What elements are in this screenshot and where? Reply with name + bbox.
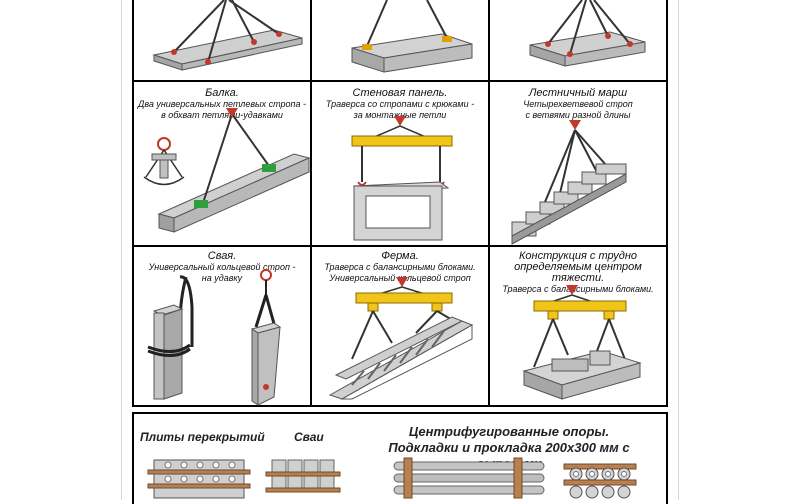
caption-title: Конструкция с трудно (518, 250, 638, 262)
beam-illustration (143, 108, 310, 233)
pile-stack (265, 459, 341, 493)
caption-konstr: Конструкция с трудно определяемым центро… (490, 251, 666, 295)
caption-title: Балка. (205, 87, 239, 99)
storage-title-supports-line1: Центрифугированные опоры. (408, 424, 610, 439)
caption-title: Лестничный марш (528, 87, 628, 99)
caption-title-2: определяемым центром тяжести. (514, 261, 642, 284)
caption-title: Ферма. (381, 250, 419, 262)
cell-svaya: Свая. Универсальный кольцевой строп - на… (134, 247, 310, 407)
grid-row-divider-1 (132, 80, 668, 82)
complex-structure-illustration (522, 285, 642, 400)
cell-konstr: Конструкция с трудно определяемым центро… (490, 247, 666, 407)
caption-line: на удавку (201, 273, 243, 283)
storage-section: Плиты перекрытий Сваи Центрифугированные… (132, 412, 668, 504)
cell-stair: Лестничный марш Четырехветвевой строп с … (490, 82, 666, 245)
scheme-grid (132, 0, 668, 407)
caption-line: Универсальный кольцевой строп - (148, 262, 296, 272)
storage-title-supports: Центрифугированные опоры. Подкладки и пр… (356, 424, 662, 472)
caption-panel: Стеновая панель. Траверса со стропами с … (312, 88, 488, 121)
wall-panel-illustration (351, 116, 453, 241)
caption-line: в обхват петлями-удавками (161, 110, 283, 120)
grid-divider-1 (310, 0, 312, 407)
plate-illustration (529, 0, 646, 67)
pile-illustration (147, 269, 282, 406)
slab-illustration (152, 0, 303, 71)
caption-line: Траверса с балансирными блоками. (324, 262, 476, 272)
poster-sheet (121, 0, 679, 500)
storage-title-slabs: Плиты перекрытий (140, 430, 265, 444)
support-stack-end (563, 463, 637, 499)
caption-svaya: Свая. Универсальный кольцевой строп - на… (134, 251, 310, 284)
cell-balka: Балка. Два универсальных петлевых стропа… (134, 82, 310, 245)
block-illustration (351, 0, 473, 73)
caption-stair: Лестничный марш Четырехветвевой строп с … (490, 88, 666, 121)
caption-line: Траверса с балансирными блоками. (502, 284, 654, 294)
storage-title-piles: Сваи (294, 430, 324, 444)
caption-title: Свая. (207, 250, 237, 262)
cell-ferma: Ферма. Траверса с балансирными блоками. … (312, 247, 488, 407)
stair-illustration (511, 120, 627, 245)
caption-line: за монтажные петли (353, 110, 447, 120)
truss-illustration (328, 277, 474, 400)
cell-plate-top (490, 0, 666, 80)
grid-divider-2 (488, 0, 490, 407)
cell-panel: Стеновая панель. Траверса со стропами с … (312, 82, 488, 245)
storage-illustrations (147, 457, 637, 499)
cell-block-top (312, 0, 488, 80)
caption-line: Четырехветвевой строп (523, 99, 633, 109)
slab-stack (147, 459, 251, 499)
caption-title: Стеновая панель. (352, 87, 448, 99)
cell-slab-top (134, 0, 310, 80)
support-stack-side (393, 457, 545, 499)
grid-row-divider-2 (132, 245, 668, 247)
caption-line: с ветвями разной длины (525, 110, 631, 120)
caption-line: Траверса со стропами с крюками - (325, 99, 475, 109)
caption-balka: Балка. Два универсальных петлевых стропа… (134, 88, 310, 121)
caption-line: Два универсальных петлевых стропа - (137, 99, 307, 109)
